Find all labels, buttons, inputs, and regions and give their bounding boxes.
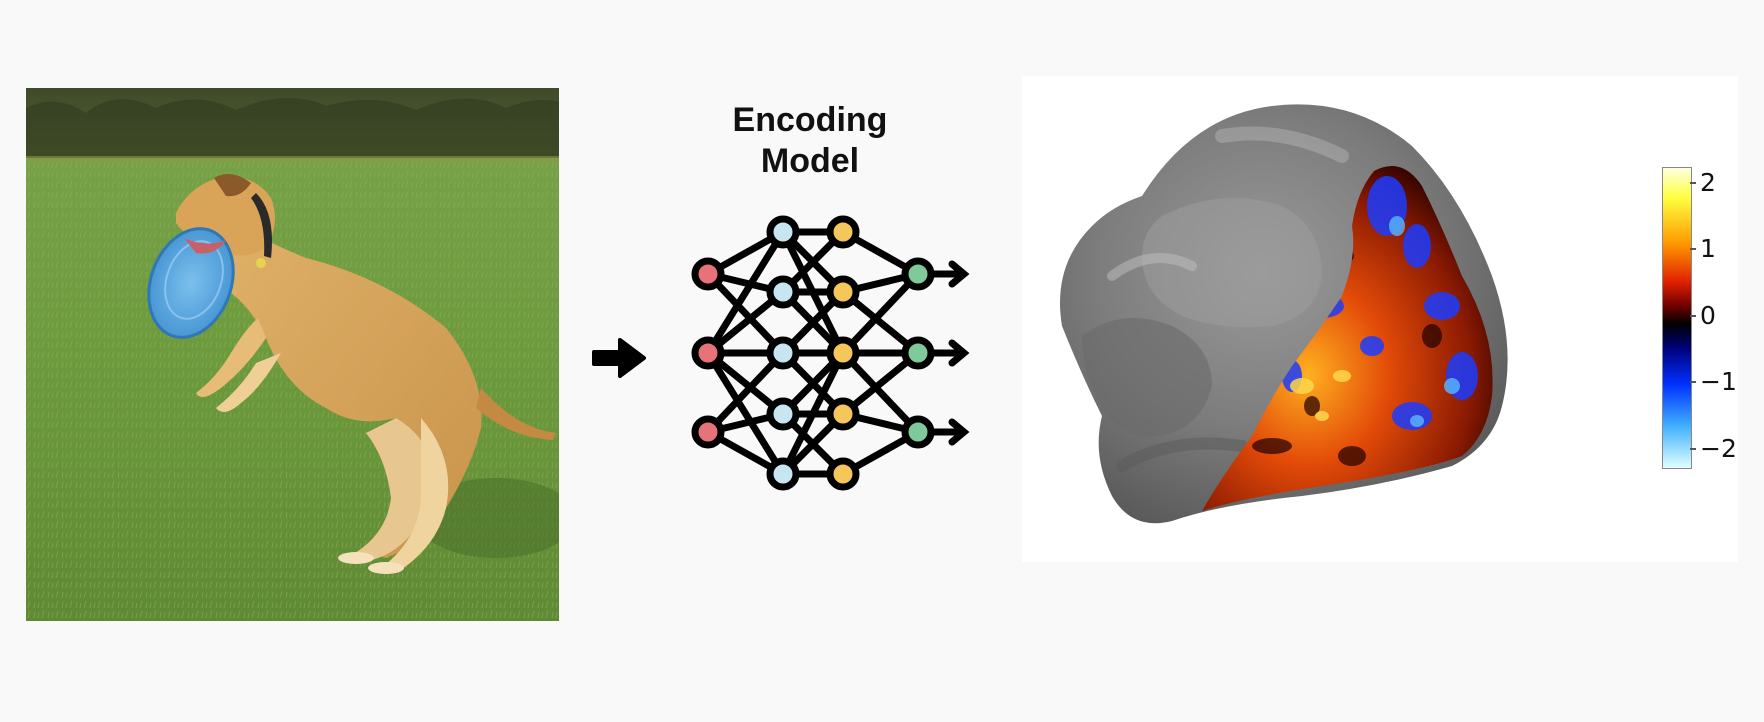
colorbar-tick-label: 0 <box>1700 301 1716 330</box>
hidden-node <box>766 336 800 370</box>
dog-frisbee-photo <box>26 88 559 621</box>
neural-network-icon <box>680 210 980 500</box>
colorbar-tickmark <box>1690 248 1696 250</box>
colorbar-tickmark <box>1690 381 1696 383</box>
colorbar-tickmark <box>1690 182 1696 184</box>
output-node <box>901 336 935 370</box>
hidden-node <box>826 275 860 309</box>
hidden-node <box>826 397 860 431</box>
input-arrow-icon <box>590 330 650 386</box>
colorbar-tick-label: 1 <box>1700 234 1716 263</box>
colorbar-tick-label: 2 <box>1700 168 1716 197</box>
input-node <box>691 336 725 370</box>
encoding-model-title-line2: Model <box>760 142 860 180</box>
encoding-model-title-line1: Encoding <box>732 101 888 139</box>
inflated-brain-surface <box>1060 104 1508 524</box>
output-node <box>901 257 935 291</box>
encoding-model-title: Encoding Model <box>690 100 930 182</box>
colorbar <box>1662 167 1692 469</box>
output-node <box>901 415 935 449</box>
hidden-node <box>826 457 860 491</box>
hidden-node <box>766 275 800 309</box>
colorbar-tickmark <box>1690 448 1696 450</box>
brain-activation-map <box>1022 76 1738 562</box>
colorbar-tickmark <box>1690 315 1696 317</box>
input-node <box>691 257 725 291</box>
network-nodes <box>691 215 935 491</box>
colorbar-tick-label: −2 <box>1700 434 1737 463</box>
hidden-node <box>766 215 800 249</box>
dog-photo-image <box>26 88 559 621</box>
hidden-node <box>826 336 860 370</box>
hidden-node <box>766 457 800 491</box>
hidden-node <box>766 397 800 431</box>
colorbar-tick-label: −1 <box>1700 367 1737 396</box>
input-node <box>691 415 725 449</box>
hidden-node <box>826 215 860 249</box>
